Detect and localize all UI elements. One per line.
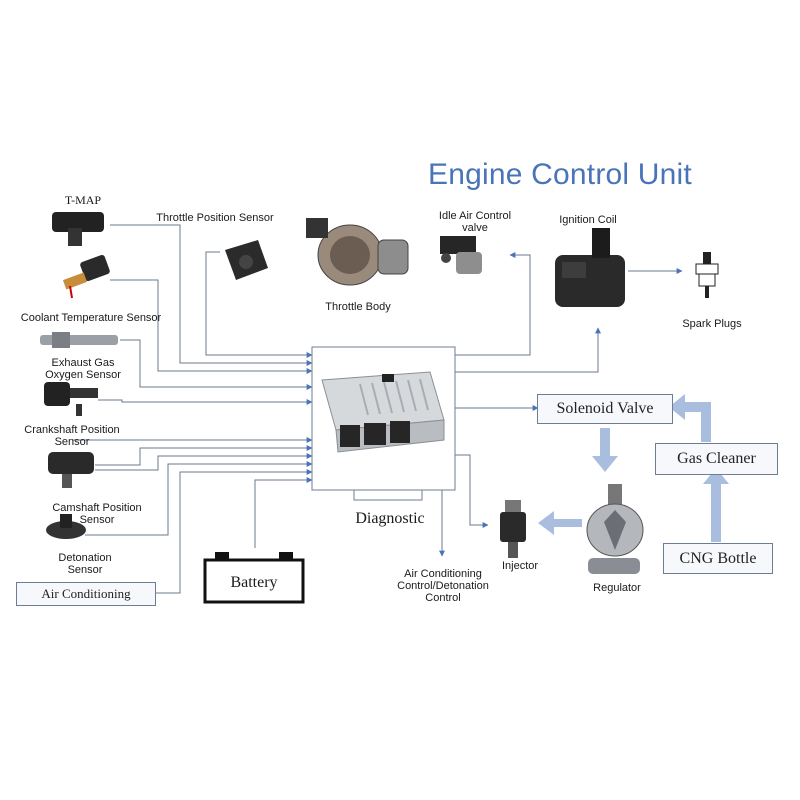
ignition-coil-label: Ignition Coil xyxy=(559,214,617,226)
wire-cam2 xyxy=(95,453,313,471)
battery-icon xyxy=(203,552,305,604)
regulator-label: Regulator xyxy=(593,582,641,594)
wire-tps xyxy=(205,251,313,358)
regulator-icon xyxy=(586,484,644,574)
wire-battery xyxy=(254,477,313,548)
wire-iac xyxy=(455,252,531,356)
output-wires xyxy=(439,252,683,557)
battery-label: Battery xyxy=(230,574,278,591)
detonation-sensor-icon xyxy=(46,514,86,539)
wire-coolant xyxy=(110,279,313,374)
flow-solenoid-regulator xyxy=(592,428,618,472)
coolant-sensor-icon xyxy=(62,255,110,299)
camshaft-sensor-icon xyxy=(48,452,94,488)
throttle-position-sensor-label: Throttle Position Sensor xyxy=(156,212,274,224)
wire-coil xyxy=(455,327,601,373)
ecu-module xyxy=(321,371,445,453)
solenoid-valve-box: Solenoid Valve xyxy=(537,394,673,424)
injector-icon xyxy=(500,500,526,558)
flow-bottle-cleaner xyxy=(703,468,729,542)
wire-crank xyxy=(98,399,313,405)
throttle-body-label: Throttle Body xyxy=(325,301,391,313)
idle-air-control-valve-label: Idle Air Control valve xyxy=(438,210,512,234)
input-wires xyxy=(72,224,313,594)
air-conditioning-control-label: Air Conditioning Control/Detonation Cont… xyxy=(397,568,489,604)
camshaft-position-sensor-label: Camshaft Position Sensor xyxy=(52,502,142,526)
detonation-sensor-label: Detonation Sensor xyxy=(58,552,112,576)
tmap-sensor-icon xyxy=(52,212,104,246)
tmap-label: T-MAP xyxy=(64,193,102,207)
wire-cam xyxy=(95,445,313,466)
throttle-body-icon xyxy=(306,218,409,286)
crankshaft-position-sensor-label: Crankshaft Position Sensor xyxy=(24,424,120,448)
cng-bottle-box: CNG Bottle xyxy=(663,543,773,574)
injector-label: Injector xyxy=(501,560,539,572)
diagnostic-port xyxy=(353,489,423,501)
coolant-temperature-sensor-label: Coolant Temperature Sensor xyxy=(20,312,162,324)
oxygen-sensor-label: Exhaust Gas Oxygen Sensor xyxy=(45,357,121,381)
idle-air-control-valve-icon xyxy=(440,236,482,274)
throttle-position-sensor-icon xyxy=(225,240,268,280)
gas-flow xyxy=(538,394,729,542)
spark-plugs-label: Spark Plugs xyxy=(682,318,742,330)
gas-cleaner-box: Gas Cleaner xyxy=(655,443,778,475)
diagnostic-label: Diagnostic xyxy=(355,510,425,527)
flow-cleaner-solenoid xyxy=(669,394,711,442)
wire-detonation xyxy=(85,461,313,536)
wire-injector xyxy=(455,454,489,528)
ignition-coil-icon xyxy=(555,228,625,307)
page-title: Engine Control Unit xyxy=(428,158,692,191)
oxygen-sensor-icon xyxy=(40,332,118,348)
wire-tmap xyxy=(110,224,313,366)
wire-oxygen xyxy=(120,339,313,390)
air-conditioning-box: Air Conditioning xyxy=(16,582,156,606)
spark-plug-icon xyxy=(695,252,719,298)
flow-regulator-injector xyxy=(538,511,582,535)
crankshaft-sensor-icon xyxy=(44,382,98,416)
wire-ac xyxy=(155,469,313,594)
